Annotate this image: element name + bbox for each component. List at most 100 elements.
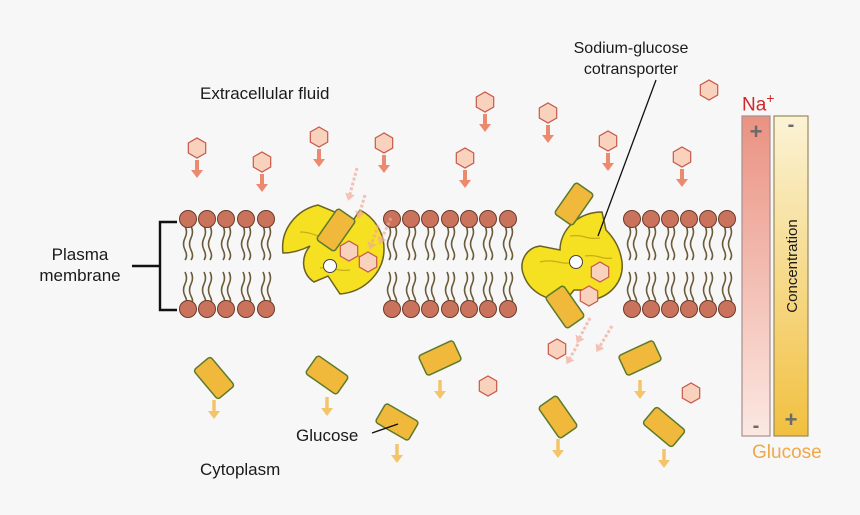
lipid-tail — [651, 271, 657, 303]
lipid-head — [460, 300, 478, 318]
sodium-ion — [252, 151, 272, 192]
phospholipid-pair — [699, 210, 717, 318]
lipid-head — [718, 210, 736, 228]
glucose-gradient-bar — [773, 115, 809, 437]
sodium-ion — [358, 251, 378, 273]
lipid-tail — [226, 225, 232, 261]
lipid-tail — [424, 225, 430, 261]
faded-arrow-shaft — [568, 343, 580, 359]
lipid-tail — [721, 271, 727, 303]
lipid-tail — [405, 225, 411, 261]
lipid-tail — [444, 271, 450, 303]
lipid-tail — [683, 225, 689, 261]
faded-arrow-shaft — [348, 167, 359, 195]
lipid-tail — [201, 225, 207, 261]
sodium-hexagon — [672, 146, 692, 168]
lipid-tail — [469, 225, 475, 261]
glucose-molecule — [618, 340, 662, 399]
phospholipid-pair — [421, 210, 439, 318]
lipid-head — [257, 300, 275, 318]
sodium-hexagon — [598, 130, 618, 152]
sodium-hexagon — [478, 375, 498, 397]
lipid-tail — [220, 225, 226, 261]
lipid-tail — [488, 271, 494, 303]
lipid-tail — [683, 271, 689, 303]
lipid-tail — [469, 271, 475, 303]
phospholipid-pair — [680, 210, 698, 318]
molecules — [187, 79, 719, 468]
sodium-ion — [547, 338, 567, 360]
sodium-arrow-head — [542, 135, 554, 143]
concentration-gradient: + - - + Concentration — [741, 114, 809, 437]
lipid-head — [642, 300, 660, 318]
glucose-rectangle — [193, 356, 235, 400]
lipid-tail — [482, 271, 488, 303]
lipid-tail — [424, 271, 430, 303]
sodium-arrow-head — [256, 184, 268, 192]
lipid-head — [383, 300, 401, 318]
glucose-molecule — [642, 406, 686, 468]
sodium-gradient-label: Na+ — [742, 90, 774, 116]
phospholipid-pair — [718, 210, 736, 318]
lipid-tail — [246, 225, 252, 261]
lipid-tail — [502, 271, 508, 303]
sodium-hexagon — [699, 79, 719, 101]
lipid-head — [402, 300, 420, 318]
faded-motion-arrow — [575, 317, 592, 344]
lipid-head — [661, 210, 679, 228]
lipid-head — [198, 210, 216, 228]
phospholipid-bilayer — [179, 210, 736, 318]
glucose-arrow-head — [208, 411, 220, 419]
faded-arrow-shaft — [370, 224, 380, 244]
glucose-arrow-head — [552, 450, 564, 458]
sodium-symbol: Na — [742, 94, 767, 116]
cytoplasm-label: Cytoplasm — [200, 460, 281, 479]
lipid-tail — [626, 225, 632, 261]
lipid-tail — [651, 225, 657, 261]
glucose-molecule — [418, 340, 462, 399]
lipid-head — [441, 300, 459, 318]
lipid-head — [718, 300, 736, 318]
lipid-tail — [260, 271, 266, 303]
lipid-head — [198, 300, 216, 318]
lipid-head — [680, 210, 698, 228]
sodium-hexagon — [455, 147, 475, 169]
lipid-tail — [463, 271, 469, 303]
cotransporter-label-line1: Sodium-glucose — [573, 40, 689, 57]
lipid-head — [421, 210, 439, 228]
sodium-charge: + — [766, 90, 775, 106]
lipid-head — [402, 210, 420, 228]
faded-arrow-head — [355, 210, 365, 219]
sodium-ion — [699, 79, 719, 101]
lipid-tail — [392, 225, 398, 261]
sodium-hexagon — [475, 91, 495, 113]
lipid-tail — [246, 271, 252, 303]
faded-motion-arrow — [355, 194, 367, 219]
phospholipid-pair — [499, 210, 517, 318]
lipid-tail — [386, 271, 392, 303]
lipid-head — [661, 300, 679, 318]
lipid-tail — [411, 225, 417, 261]
lipid-head — [217, 300, 235, 318]
lipid-tail — [708, 271, 714, 303]
lipid-tail — [260, 225, 266, 261]
sodium-ion — [187, 137, 207, 178]
lipid-head — [237, 300, 255, 318]
sodium-arrow-head — [602, 163, 614, 171]
phospholipid-pair — [198, 210, 216, 318]
lipid-tail — [430, 225, 436, 261]
sodium-arrow-head — [459, 180, 471, 188]
lipid-head — [680, 300, 698, 318]
lipid-head — [217, 210, 235, 228]
lipid-tail — [266, 271, 272, 303]
phospholipid-pair — [642, 210, 660, 318]
lipid-tail — [188, 225, 194, 261]
phospholipid-pair — [460, 210, 478, 318]
glucose-rectangle — [305, 355, 349, 395]
lipid-tail — [411, 271, 417, 303]
lipid-tail — [632, 271, 638, 303]
sodium-ion — [478, 375, 498, 397]
phospholipid-pair — [257, 210, 275, 318]
glucose-arrow-head — [634, 391, 646, 399]
